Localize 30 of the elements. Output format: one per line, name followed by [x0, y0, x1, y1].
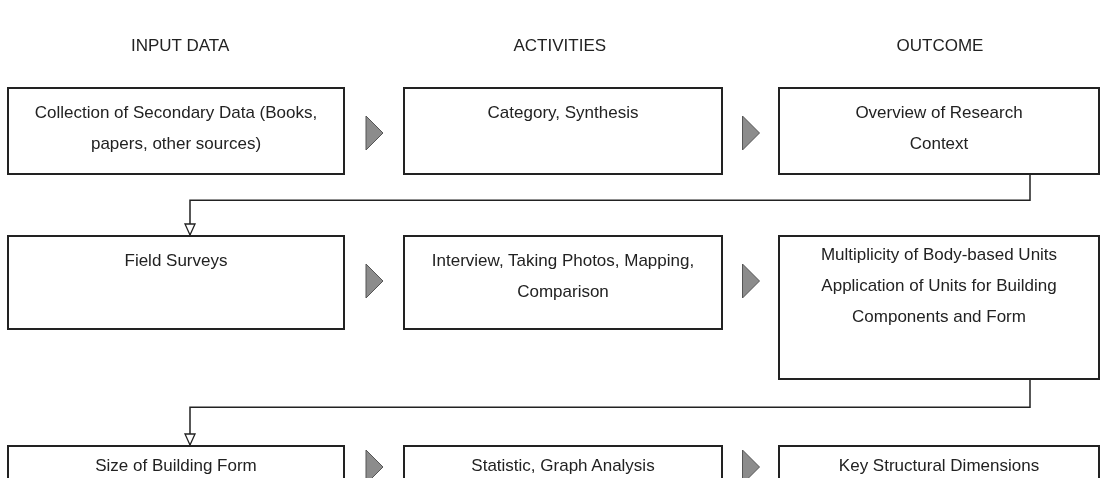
process-box: [403, 235, 723, 330]
box-text: Key Structural Dimensions: [838, 455, 1040, 477]
chevron-arrow: [365, 115, 384, 151]
process-box: [778, 445, 1100, 478]
process-box: [403, 87, 723, 175]
chevron-arrow: [742, 115, 760, 151]
box-text: Size of Building Form: [95, 455, 257, 477]
chevron-arrow: [365, 449, 384, 478]
box-text: Interview, Taking Photos, Mapping, Comparison: [430, 250, 696, 303]
process-box: [7, 87, 345, 175]
column-heading: OUTCOME: [896, 36, 984, 56]
box-text: Overview of Research Context: [854, 102, 1024, 155]
chevron-arrow: [365, 263, 384, 299]
box-text: Collection of Secondary Data (Books, papers, other sources): [33, 102, 319, 155]
process-box: [778, 235, 1100, 380]
column-heading: INPUT DATA: [131, 36, 230, 56]
flow-arrow: [184, 379, 1031, 446]
process-box: [7, 445, 345, 478]
box-text: Application of Units for Building Components and Form: [820, 275, 1058, 328]
box-text: Category, Synthesis: [487, 102, 639, 124]
chevron-arrow: [742, 263, 760, 299]
column-heading: ACTIVITIES: [513, 36, 607, 56]
box-text: Field Surveys: [124, 250, 228, 272]
chevron-arrow: [742, 449, 760, 478]
process-box: [403, 445, 723, 478]
flow-arrow: [184, 174, 1031, 236]
process-box: [7, 235, 345, 330]
box-text: Multiplicity of Body-based Units: [820, 244, 1058, 266]
box-text: Statistic, Graph Analysis: [471, 455, 655, 477]
process-box: [778, 87, 1100, 175]
